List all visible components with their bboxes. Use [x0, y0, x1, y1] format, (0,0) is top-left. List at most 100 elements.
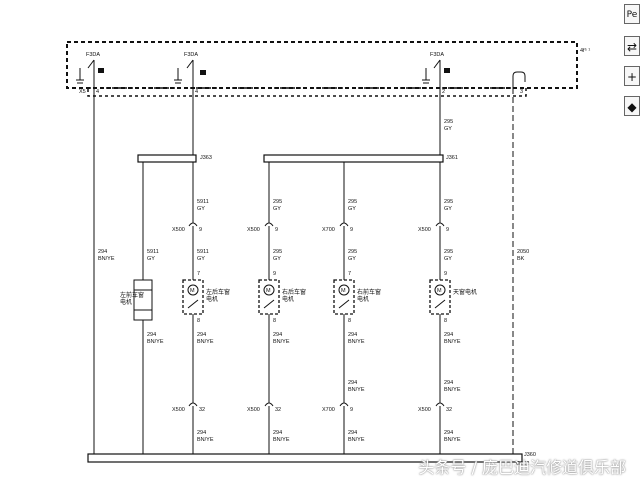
connector-arc — [435, 402, 445, 407]
wire-label: 294 — [147, 332, 156, 338]
wire-label: 5911 — [197, 249, 209, 255]
component-2-label: 左后车窗电机 — [206, 288, 230, 303]
conn-label: X500 — [172, 407, 185, 413]
conn-label: X700 — [322, 227, 335, 233]
wire-label: GY — [197, 256, 205, 262]
wire-label: BN/YE — [273, 437, 290, 443]
pin-label: 7 — [197, 271, 200, 277]
connector-arc — [339, 402, 349, 407]
fuse-2-pin: 4 — [195, 89, 198, 95]
pin-label: 8 — [197, 318, 200, 324]
splice-j363 — [137, 154, 197, 163]
conn-pin: 32 — [275, 407, 281, 413]
top-right-label: 4f⁵ ¹ — [580, 47, 590, 54]
wire-label: 295 — [273, 199, 282, 205]
wire-label: BN/YE — [348, 437, 365, 443]
connector-arc — [435, 222, 445, 227]
lock-icon — [200, 70, 206, 75]
j363-label: J363 — [200, 155, 212, 161]
arrow-left-icon[interactable]: ◆ — [624, 96, 640, 116]
motor-component: M — [429, 279, 451, 315]
wire-label: GY — [348, 206, 356, 212]
wire-label: GY — [444, 256, 452, 262]
connector-arc — [188, 222, 198, 227]
connector-arc — [264, 222, 274, 227]
conn-label: X700 — [322, 407, 335, 413]
right-connector-hook — [512, 71, 526, 88]
wire-label: GY — [147, 256, 155, 262]
wire-label: 5911 — [147, 249, 159, 255]
motor-component: M — [333, 279, 355, 315]
lock-icon — [444, 68, 450, 73]
ground-label: G202 — [516, 461, 529, 467]
conn-label: X500 — [418, 227, 431, 233]
splice-j360 — [87, 453, 523, 463]
svg-text:M: M — [437, 288, 442, 294]
component-4-label: 右前车窗电机 — [357, 288, 381, 303]
pin-label: 8 — [348, 318, 351, 324]
connector-arc — [188, 402, 198, 407]
wire-label: GY — [197, 206, 205, 212]
conn-label: X500 — [247, 227, 260, 233]
splice-j361 — [263, 154, 444, 163]
fuse-3-pin: 2 — [442, 89, 445, 95]
wire-label: 294 — [98, 249, 107, 255]
lock-icon — [98, 68, 104, 73]
pin-label: 9 — [273, 271, 276, 277]
right-connector-pin: 3 — [520, 89, 523, 95]
wire-label: 294 — [444, 430, 453, 436]
fuse-2 — [174, 59, 194, 84]
fuse-1-connector: X5 — [79, 89, 86, 95]
arrows-icon[interactable]: ⇄ — [624, 36, 640, 56]
wire-label: BK — [517, 256, 525, 262]
component-1-box — [133, 279, 153, 321]
wire-label: BN/YE — [444, 339, 461, 345]
conn-pin: 32 — [199, 407, 205, 413]
wire-label: BN/YE — [197, 339, 214, 345]
pin-label: 9 — [444, 271, 447, 277]
wire-label: BN/YE — [98, 256, 115, 262]
wire-label: 294 — [444, 380, 453, 386]
wire-label: 294 — [273, 430, 282, 436]
j361-label: J361 — [446, 155, 458, 161]
conn-label: X500 — [172, 227, 185, 233]
svg-text:M: M — [341, 288, 346, 294]
wire-label: 294 — [348, 430, 357, 436]
wire-label: BN/YE — [444, 387, 461, 393]
wire-label: 294 — [197, 332, 206, 338]
wire-label: GY — [273, 206, 281, 212]
conn-pin: 9 — [199, 227, 202, 233]
fuse-1-pin: 4 — [96, 89, 99, 95]
j360-label: J360 — [524, 452, 536, 458]
fuse-3 — [422, 59, 441, 84]
wire-label: 294 — [348, 380, 357, 386]
wire-label: 294 — [273, 332, 282, 338]
wire-label: 294 — [197, 430, 206, 436]
svg-text:M: M — [266, 288, 271, 294]
wire-label: 295 — [444, 199, 453, 205]
plus-icon[interactable]: + — [624, 66, 640, 86]
svg-text:M: M — [190, 288, 195, 294]
wire-label: 294 — [348, 332, 357, 338]
pe-icon[interactable]: Pe — [624, 4, 640, 24]
wire-label: GY — [444, 206, 452, 212]
pin-label: 8 — [273, 318, 276, 324]
component-5-label: 天窗电机 — [453, 288, 477, 296]
wire-label: 294 — [444, 332, 453, 338]
wire-label: BN/YE — [444, 437, 461, 443]
wire-label: 2050 — [517, 249, 529, 255]
conn-pin: 9 — [350, 227, 353, 233]
fuse-2-rating: F3DA — [184, 52, 198, 58]
fuse-1-rating: F3DA — [86, 52, 100, 58]
wire-label: 295 — [273, 249, 282, 255]
fuse-block-outline — [66, 41, 578, 89]
wire-label: 295 — [444, 119, 453, 125]
wire-label: BN/YE — [348, 339, 365, 345]
pin-label: 7 — [348, 271, 351, 277]
wire-label: 5911 — [197, 199, 209, 205]
fuse-1 — [76, 59, 95, 84]
conn-pin: 32 — [446, 407, 452, 413]
fuse-block-lower-outline — [87, 87, 527, 97]
conn-label: X500 — [247, 407, 260, 413]
